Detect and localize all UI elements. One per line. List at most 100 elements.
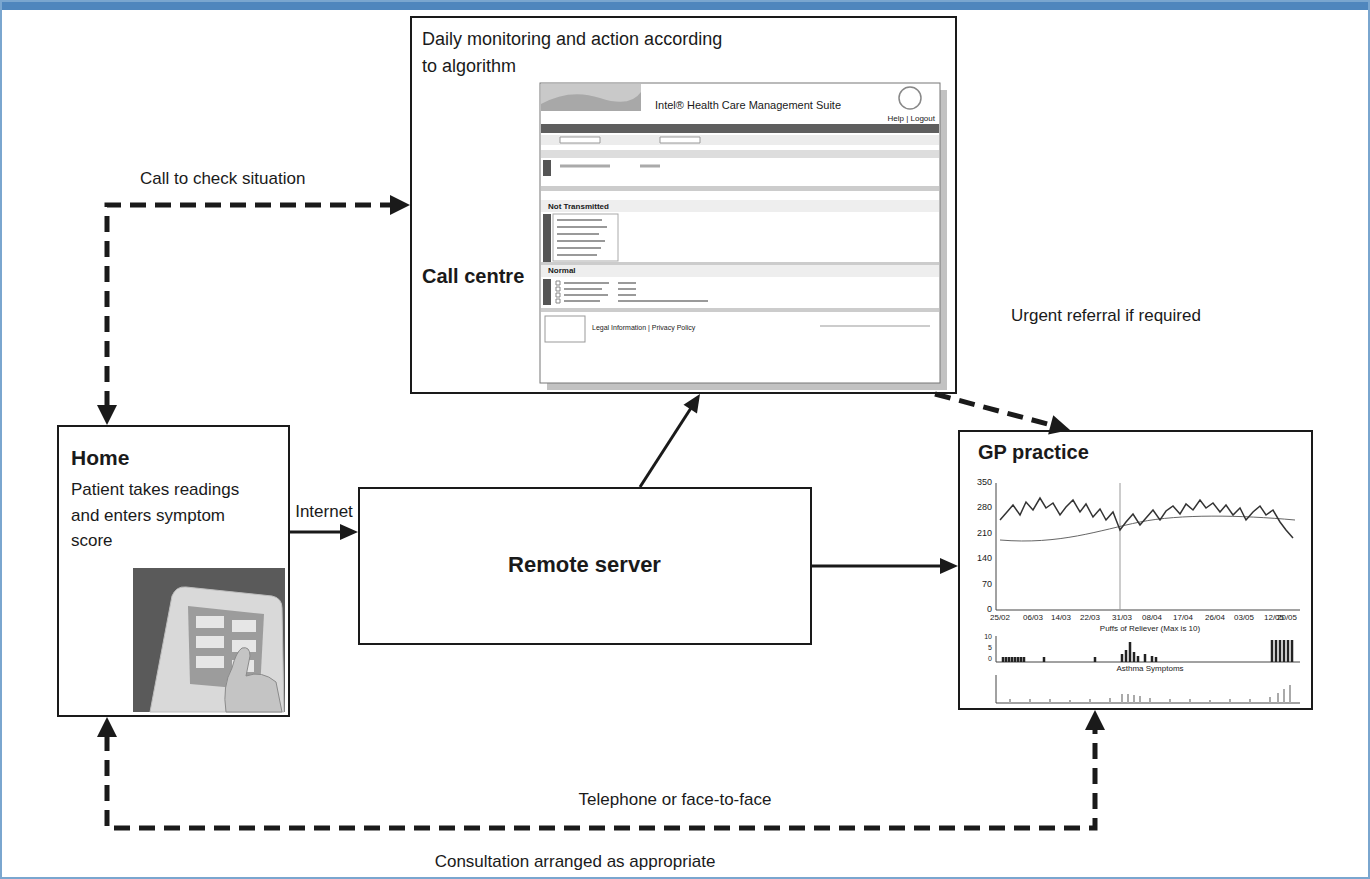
filter-row — [541, 135, 939, 145]
box-text: Daily monitoring and action according to… — [422, 26, 732, 80]
section-head — [541, 265, 939, 277]
axis-tick: 0 — [988, 655, 992, 663]
section-marker — [543, 214, 551, 262]
axis-tick: 210 — [977, 528, 992, 538]
connector-label: Urgent referral if required — [1008, 306, 1204, 326]
dashed-connector — [97, 195, 410, 425]
axis-tick: 140 — [977, 553, 992, 563]
box-text: Patient takes readings and enters sympto… — [71, 477, 261, 554]
connector-line — [640, 407, 691, 487]
connector-line — [290, 531, 342, 534]
reliever-bars — [1003, 640, 1292, 662]
list-lines — [557, 220, 607, 255]
screen-title: Intel® Health Care Management Suite — [655, 99, 841, 112]
trend-line — [1000, 516, 1295, 541]
separator — [541, 308, 939, 312]
axis-tick: 5 — [988, 644, 992, 652]
axis-date: 20/05 — [1277, 613, 1297, 622]
connector-line — [107, 728, 1095, 828]
axis-date: 31/03 — [1112, 613, 1132, 622]
footer-logo — [545, 316, 585, 342]
hand — [225, 648, 282, 712]
arrow-head — [1085, 710, 1105, 730]
arrow-head — [390, 195, 410, 215]
axis-tick: 350 — [977, 477, 992, 487]
box-heading: Home — [71, 445, 129, 470]
connector — [812, 558, 958, 574]
checkboxes — [556, 281, 560, 303]
axis-tick: 0 — [987, 604, 992, 614]
connector-label: Call to check situation — [137, 169, 308, 189]
section-marker — [543, 160, 551, 176]
axis-tick: 280 — [977, 502, 992, 512]
box-text: Call centre — [422, 264, 524, 288]
chart-marker-line — [1120, 483, 1121, 610]
row-lines — [560, 165, 660, 168]
tablet-body — [150, 587, 284, 712]
connector-label: Internet — [292, 502, 356, 522]
logo — [899, 87, 921, 109]
filter-boxes — [560, 137, 700, 143]
separator — [541, 262, 939, 265]
box-heading: GP practice — [978, 440, 1089, 464]
arrow-head — [684, 394, 700, 413]
connector-line — [812, 565, 942, 568]
list-box — [553, 214, 618, 261]
symptom-bars — [1010, 685, 1290, 703]
connector — [290, 524, 358, 540]
axis-date: 14/03 — [1051, 613, 1071, 622]
nav-bar — [541, 124, 939, 133]
box-heading: Remote server — [508, 552, 661, 578]
peak-flow-line — [1000, 498, 1293, 538]
process-box: HomePatient takes readings and enters sy… — [57, 425, 290, 717]
note-text: Consultation arranged as appropriate — [435, 852, 716, 872]
axis-date: 08/04 — [1142, 613, 1162, 622]
screen-text: Legal Information | Privacy Policy — [592, 324, 695, 332]
chart-axes — [996, 483, 1300, 610]
axis-date: 25/02 — [990, 613, 1010, 622]
axis-date: 03/05 — [1234, 613, 1254, 622]
photo-ground — [133, 568, 285, 712]
connector-line — [935, 394, 1053, 425]
arrow-head — [97, 405, 117, 425]
dashed-connector — [97, 710, 1105, 828]
row-lines — [564, 283, 708, 301]
section-head — [541, 150, 939, 158]
dashed-connector — [935, 394, 1070, 435]
chart-axes — [996, 636, 1300, 662]
header-image — [541, 84, 641, 111]
axis-tick: 10 — [984, 633, 992, 641]
axis-date: 17/04 — [1173, 613, 1193, 622]
screen-heading: Not Transmitted — [548, 202, 609, 211]
screen-text: Help | Logout — [888, 114, 935, 123]
footer-line — [820, 325, 930, 327]
connector-label: Telephone or face-to-face — [576, 790, 775, 810]
axis-tick: 70 — [982, 579, 992, 589]
arrow-head — [97, 717, 117, 737]
separator — [541, 186, 939, 191]
arrow-head — [940, 558, 958, 574]
process-box: Daily monitoring and action according to… — [410, 16, 957, 394]
section-head — [541, 200, 939, 212]
asthma-chart — [996, 483, 1300, 703]
window — [540, 83, 940, 383]
connector — [640, 394, 700, 487]
axis-date: 06/03 — [1023, 613, 1043, 622]
arrow-head — [340, 524, 358, 540]
process-box: Remote server — [358, 487, 812, 645]
axis-date: 26/04 — [1205, 613, 1225, 622]
header-wave — [541, 92, 641, 111]
tablet-photo — [133, 568, 285, 712]
axis-date: 22/03 — [1080, 613, 1100, 622]
connector-line — [107, 205, 392, 407]
chart-axes — [996, 675, 1300, 703]
section-marker — [543, 279, 551, 305]
software-screenshot — [540, 83, 947, 390]
chart-title: Asthma Symptoms — [1116, 664, 1183, 673]
chart-title: Puffs of Reliever (Max is 10) — [1100, 624, 1200, 633]
screen-heading: Normal — [548, 266, 576, 275]
